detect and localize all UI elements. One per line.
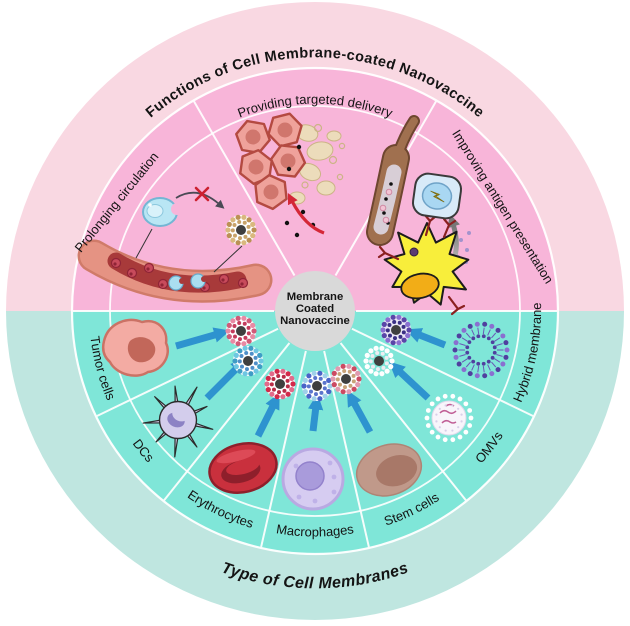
targeting-arrow-icon <box>287 193 325 235</box>
antigen-icon <box>409 247 419 257</box>
label-macrophages: Macrophages <box>275 521 355 539</box>
coated-nanoparticles <box>225 314 412 402</box>
arrow-stem <box>346 389 374 434</box>
arrow-macrophage <box>307 393 324 432</box>
blocked-uptake-arrow-icon <box>175 191 225 209</box>
center-line1: Membrane <box>287 291 344 303</box>
callout-line <box>135 228 153 259</box>
nanoparticle-dcs <box>232 345 264 377</box>
nanoparticle-macrophages <box>301 370 333 402</box>
inner-disc-bottom <box>72 311 558 554</box>
nanoparticle-hybrid-membrane <box>380 314 412 346</box>
center-line2: Coated <box>296 303 334 315</box>
targeted-delivery-illustration <box>235 112 420 246</box>
blocked-cross-icon <box>194 186 210 202</box>
omv-icon <box>424 393 474 443</box>
erythrocyte-icon <box>208 442 278 494</box>
nanoparticle-omvs <box>363 345 395 377</box>
prolonging-circulation-illustration <box>77 186 273 303</box>
blood-cells <box>110 257 249 293</box>
cell-notch <box>171 203 183 215</box>
dc-nucleus <box>400 272 440 300</box>
arrow-dc <box>204 358 247 401</box>
nanovaccine-particle-icon <box>225 214 257 246</box>
ring-divider-arc <box>70 66 560 556</box>
hybrid-membrane-liposome-icon <box>452 321 510 379</box>
t-cell-icon <box>411 172 463 220</box>
macrophage-icon <box>281 447 345 511</box>
nanoparticle-tumor-cells <box>225 315 257 347</box>
center-hub: Membrane Coated Nanovaccine <box>275 271 355 351</box>
membrane-source-cells <box>101 318 510 511</box>
stem-cell-icon <box>355 443 423 497</box>
receptor-icons <box>377 213 466 316</box>
tumor-matrix <box>288 123 346 205</box>
arrow-erythrocyte <box>254 392 280 438</box>
tumor-cell-cluster-icon <box>235 112 307 211</box>
nanovaccine-particle <box>225 214 257 246</box>
blood-vessel-icon <box>366 115 420 246</box>
arrow-tumor <box>175 327 231 350</box>
nanoparticle-stem-cells <box>330 363 362 395</box>
arrow-omv <box>388 361 431 401</box>
arrow-hybrid <box>405 328 447 349</box>
center-line3: Nanovaccine <box>280 315 350 327</box>
nanoparticle-erythrocytes <box>264 368 296 400</box>
center-circle <box>275 271 355 351</box>
coating-arrows <box>175 327 447 438</box>
lightning-icon <box>430 190 445 203</box>
antigen-presentation-illustration <box>377 172 471 316</box>
callout-line <box>213 245 243 273</box>
